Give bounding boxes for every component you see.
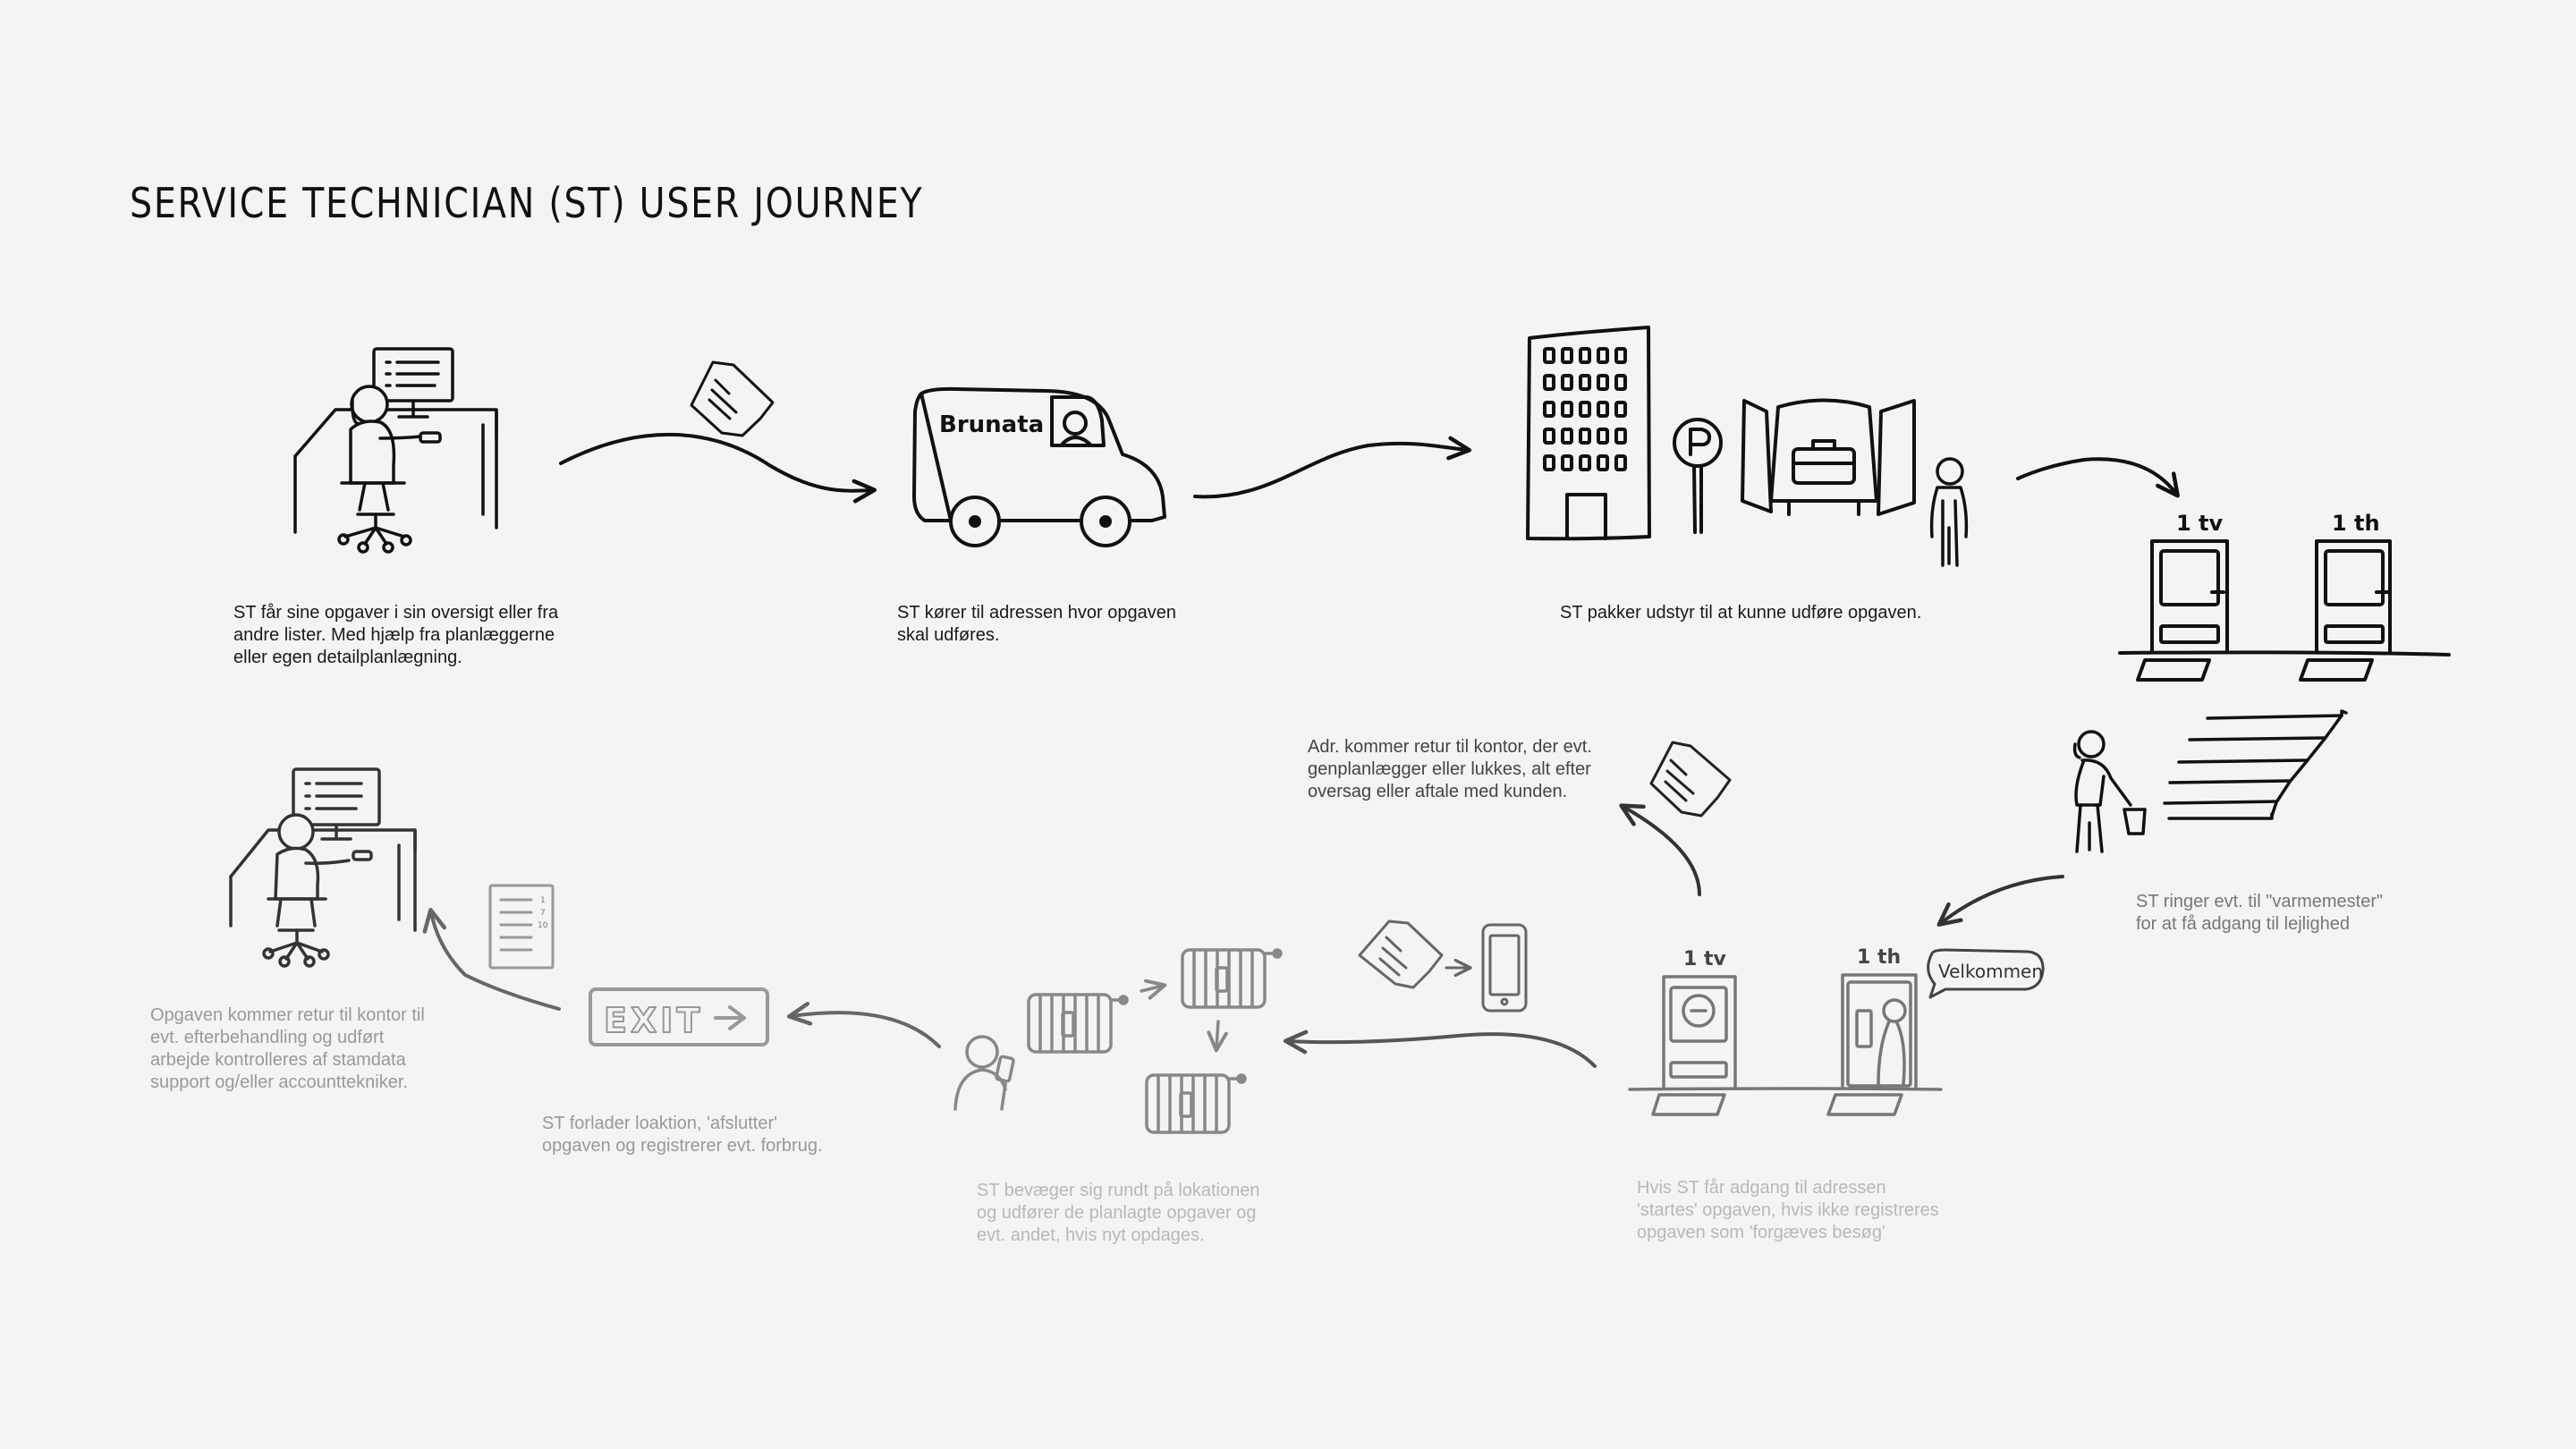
list-number-1: 1: [540, 896, 546, 905]
person-with-phone-icon: [953, 1035, 1015, 1111]
caption-step-3: ST pakker udstyr til at kunne udføre opg…: [1560, 603, 1922, 623]
building-icon: [1526, 326, 1651, 541]
page-title: SERVICE TECHNICIAN (ST) USER JOURNEY: [130, 179, 924, 227]
exit-sign-text: EXIT: [604, 1001, 703, 1040]
person-phoning-icon: [2072, 730, 2147, 853]
returned-document-icon: [1649, 741, 1732, 818]
arrow-5: [1283, 1030, 1597, 1068]
arrow-5b: [1619, 803, 1701, 896]
list-number-3: 10: [538, 921, 548, 930]
arrow-3: [2016, 457, 2180, 498]
speech-bubble-icon: [1927, 948, 2045, 999]
door-label-left: 1 tv: [2176, 511, 2224, 536]
document-icon: [690, 360, 775, 437]
speech-bubble-text: Velkommen: [1938, 961, 2043, 982]
document-to-phone-icon: [1358, 919, 1528, 1013]
door-label-right-lower: 1 th: [1857, 946, 1901, 969]
arrow-2: [1193, 436, 1472, 499]
numbered-list-icon: [488, 884, 555, 970]
parking-sign-icon: [1673, 418, 1723, 534]
caption-step-5: Hvis ST får adgang til adressen'startes'…: [1637, 1178, 1939, 1242]
desk-worker-icon: [293, 347, 498, 554]
arrow-1: [559, 432, 877, 504]
arrow-6: [786, 1001, 941, 1048]
apartment-doors-open-icon: [1628, 973, 1943, 1116]
caption-step-5b: Adr. kommer retur til kontor, der evt.ge…: [1308, 737, 1592, 801]
door-label-left-lower: 1 tv: [1683, 948, 1726, 970]
arrow-7: [422, 908, 561, 1011]
caption-step-7: ST forlader loaktion, 'afslutter'opgaven…: [542, 1114, 823, 1156]
apartment-doors-icon: [2118, 539, 2451, 682]
stairs-icon: [2163, 709, 2348, 820]
caption-step-1: ST får sine opgaver i sin oversigt eller…: [233, 603, 559, 667]
caption-step-4: ST ringer evt. til "varmemester"for at f…: [2136, 892, 2384, 934]
car-open-trunk-icon: [1741, 398, 1916, 516]
exit-sign-icon: [589, 987, 769, 1046]
technician-standing-icon: [1929, 457, 1969, 567]
door-label-right: 1 th: [2332, 511, 2380, 536]
office-worker-icon: [229, 767, 417, 968]
list-number-2: 7: [540, 909, 546, 918]
van-label: Brunata: [939, 411, 1044, 438]
radiators-icon: [1027, 948, 1283, 1134]
arrow-4: [1936, 875, 2064, 927]
brunata-van-icon: [912, 386, 1166, 547]
